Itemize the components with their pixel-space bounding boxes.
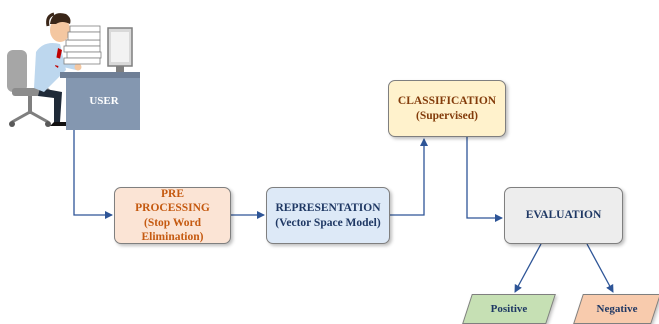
evaluation-line1: EVALUATION bbox=[525, 209, 602, 222]
pre-processing-line4: Elimination) bbox=[141, 230, 204, 243]
negative-label: Negative bbox=[596, 303, 638, 315]
monitor-icon bbox=[107, 27, 133, 72]
positive-output: Positive bbox=[462, 294, 556, 324]
person-icon bbox=[34, 12, 82, 126]
classification-line1: CLASSIFICATION bbox=[397, 95, 497, 108]
connector-evaluation-to-negative bbox=[586, 243, 614, 293]
connector-user-to-preprocessing bbox=[73, 130, 113, 219]
positive-label: Positive bbox=[490, 303, 528, 315]
user-illustration bbox=[7, 12, 140, 130]
user-label: USER bbox=[89, 95, 119, 107]
connector-representation-to-classification bbox=[390, 138, 428, 216]
pre-processing-node: PRE PROCESSING (Stop Word Elimination) bbox=[114, 187, 231, 244]
pre-processing-line1: PRE bbox=[161, 187, 184, 200]
classification-node: CLASSIFICATION (Supervised) bbox=[388, 80, 506, 137]
connector-classification-to-evaluation bbox=[466, 137, 503, 222]
paper-stack-icon bbox=[63, 25, 102, 65]
connector-evaluation-to-positive bbox=[514, 243, 542, 293]
evaluation-node: EVALUATION bbox=[504, 187, 623, 244]
representation-node: REPRESENTATION (Vector Space Model) bbox=[266, 187, 390, 244]
representation-line2: (Vector Space Model) bbox=[275, 216, 381, 229]
representation-line1: REPRESENTATION bbox=[275, 202, 381, 215]
desk-icon bbox=[60, 72, 140, 130]
pre-processing-line2: PROCESSING bbox=[135, 202, 210, 215]
pre-processing-line3: (Stop Word bbox=[144, 216, 201, 229]
negative-output: Negative bbox=[573, 294, 659, 324]
classification-line2: (Supervised) bbox=[416, 109, 478, 122]
